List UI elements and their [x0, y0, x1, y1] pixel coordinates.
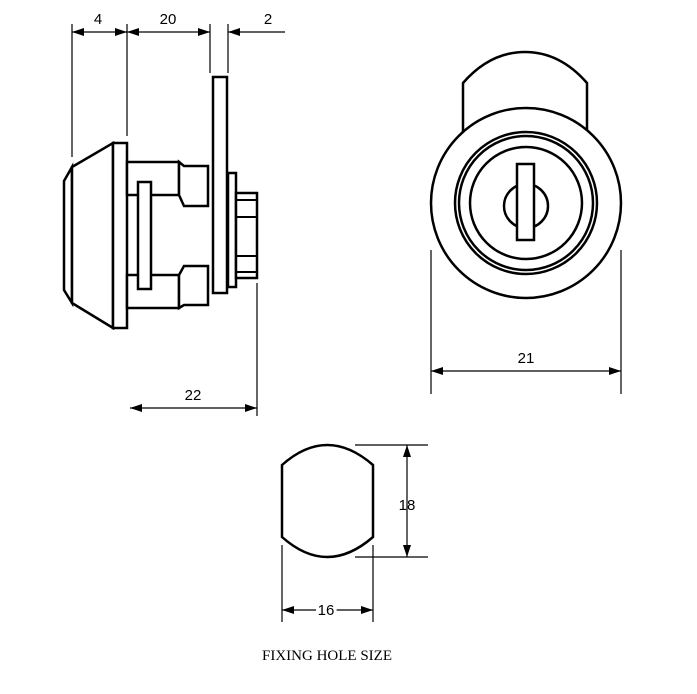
- dim-label-21: 21: [518, 350, 535, 367]
- body-upper: [125, 160, 181, 197]
- bezel-cone: [70, 140, 115, 331]
- panel-plate: [211, 75, 229, 295]
- fixing-hole: 18 16 FIXING HOLE SIZE: [262, 443, 428, 664]
- inner-bar: [136, 180, 153, 291]
- caption: FIXING HOLE SIZE: [262, 648, 392, 664]
- dim-label-4: 4: [94, 11, 102, 28]
- hole-shape: [280, 443, 375, 559]
- flange: [111, 141, 129, 330]
- body-lower-step: [177, 264, 210, 311]
- dim-label-16: 16: [318, 602, 335, 619]
- dim-label-18: 18: [399, 497, 416, 514]
- dim-label-22: 22: [185, 387, 202, 404]
- dim-label-20: 20: [160, 11, 177, 28]
- key-slot: [515, 162, 536, 242]
- dim-label-2: 2: [264, 11, 272, 28]
- body-lower: [125, 273, 181, 310]
- side-view: 4 20 2 22: [62, 11, 285, 416]
- body-upper-step: [177, 159, 210, 208]
- front-view: 21: [429, 50, 623, 394]
- hex-nut: [234, 191, 259, 280]
